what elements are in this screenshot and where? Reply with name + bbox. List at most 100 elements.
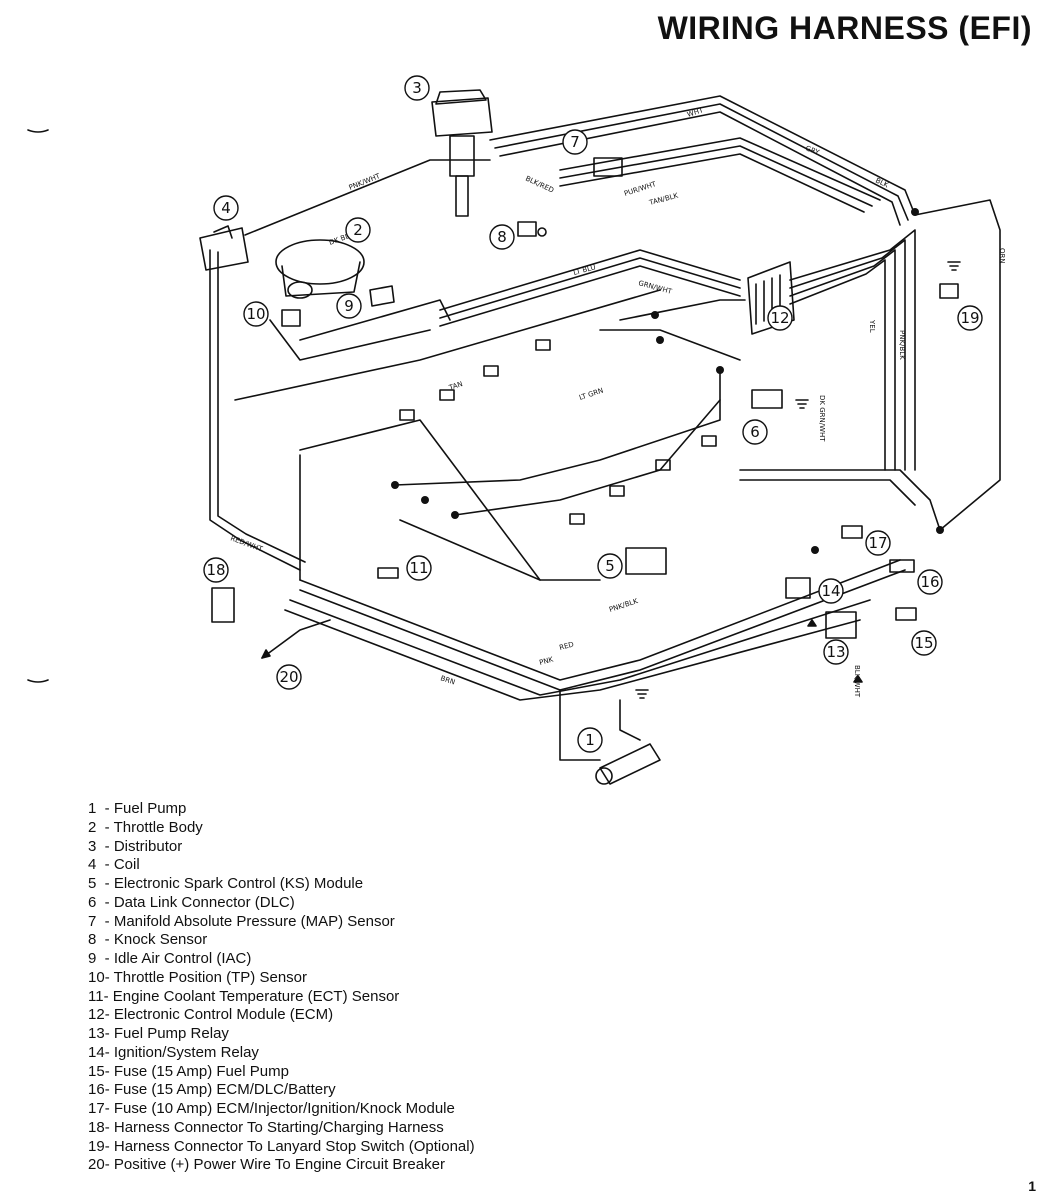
coil-component	[199, 225, 249, 271]
legend-dash: -	[96, 931, 114, 949]
legend-name: Throttle Body	[113, 818, 203, 836]
callout-circle	[577, 727, 603, 753]
legend-item: 7 - Manifold Absolute Pressure (MAP) Sen…	[88, 913, 475, 932]
callout-circle	[203, 557, 229, 583]
wire-label: LT GRN	[578, 387, 604, 402]
callout-number: 17	[868, 534, 887, 552]
legend-item: 18- Harness Connector To Starting/Chargi…	[88, 1119, 475, 1138]
legend-item: 9 - Idle Air Control (IAC)	[88, 950, 475, 969]
callout-circle	[562, 129, 588, 155]
legend-item: 17- Fuse (10 Amp) ECM/Injector/Ignition/…	[88, 1100, 475, 1119]
callout-circle	[489, 224, 515, 250]
callout-circle	[336, 293, 362, 319]
fuel-pump-relay	[825, 611, 857, 639]
callout-4: 4	[213, 195, 239, 221]
legend-number: 6	[88, 893, 97, 911]
callout-number: 6	[750, 423, 760, 441]
injectors	[399, 339, 717, 525]
callout-number: 10	[246, 305, 265, 323]
starting-harness-connector	[211, 587, 235, 623]
wire-label: PNK/BLK	[608, 597, 639, 614]
legend-name: Data Link Connector (DLC)	[113, 893, 295, 911]
legend-item: 15- Fuse (15 Amp) Fuel Pump	[88, 1063, 475, 1082]
wire-label: BRN	[439, 674, 456, 686]
legend-number: 16	[88, 1081, 105, 1099]
callout-16: 16	[917, 569, 943, 595]
ect-sensor-component	[377, 567, 399, 579]
legend-dash: -	[104, 1100, 114, 1117]
legend-dash: -	[104, 1062, 114, 1080]
legend-dash: -	[96, 856, 114, 874]
legend-name: Harness Connector To Lanyard Stop Switch…	[113, 1137, 475, 1155]
legend-number: 4	[88, 856, 97, 874]
legend-number: 13	[88, 1025, 105, 1042]
callout-number: 20	[279, 668, 298, 686]
legend-number: 9	[88, 950, 97, 967]
wire-label: DK GRN/WHT	[818, 395, 826, 442]
callout-circle	[767, 305, 793, 331]
legend-number: 5	[88, 875, 97, 892]
legend-name: Engine Coolant Temperature (ECT) Sensor	[112, 987, 400, 1005]
callout-number: 19	[960, 309, 979, 327]
wire-label: PNK	[538, 655, 554, 666]
legend-item: 1 - Fuel Pump	[88, 800, 475, 819]
callout-number: 11	[409, 559, 428, 577]
legend-item: 6 - Data Link Connector (DLC)	[88, 894, 475, 913]
legend-item: 5 - Electronic Spark Control (KS) Module	[88, 875, 475, 894]
callout-13: 13	[823, 639, 849, 665]
legend-number: 3	[88, 837, 97, 855]
legend-dash: -	[96, 893, 114, 911]
callout-11: 11	[406, 555, 432, 581]
callout-number: 5	[605, 557, 615, 575]
legend-item: 10- Throttle Position (TP) Sensor	[88, 969, 475, 988]
legend-name: Electronic Control Module (ECM)	[113, 1006, 334, 1024]
legend-number: 17	[88, 1100, 105, 1117]
wire-label: TAN/BLK	[647, 191, 679, 207]
legend-dash: -	[104, 1118, 114, 1136]
legend-number: 7	[88, 912, 97, 930]
page-mark: 1	[1028, 1178, 1036, 1194]
tp-sensor-component	[281, 309, 301, 327]
legend-item: 14- Ignition/System Relay	[88, 1044, 475, 1063]
iac-component	[369, 285, 395, 307]
legend-number: 15	[88, 1062, 105, 1080]
wire-label: PUR/WHT	[623, 180, 658, 198]
legend-number: 11	[88, 987, 104, 1005]
wire-label: BLK/WHT	[853, 665, 861, 698]
legend-dash: -	[104, 968, 114, 986]
legend-dash: -	[104, 1081, 114, 1099]
callout-18: 18	[203, 557, 229, 583]
legend-dash: -	[103, 987, 113, 1005]
callout-circle	[865, 530, 891, 556]
ks-module-component	[625, 547, 667, 575]
callout-circle	[818, 578, 844, 604]
callout-3: 3	[404, 75, 430, 101]
ignition-relay	[785, 577, 811, 599]
legend-item: 20- Positive (+) Power Wire To Engine Ci…	[88, 1156, 475, 1175]
callout-number: 9	[344, 297, 354, 315]
legend-item: 2 - Throttle Body	[88, 819, 475, 838]
knock-sensor-component	[517, 221, 547, 237]
legend-name: Fuse (15 Amp) Fuel Pump	[113, 1062, 289, 1080]
legend-number: 19	[88, 1137, 105, 1155]
callout-number: 7	[570, 133, 580, 151]
callout-10: 10	[243, 301, 269, 327]
legend-name: Harness Connector To Starting/Charging H…	[113, 1118, 444, 1136]
legend-item: 4 - Coil	[88, 856, 475, 875]
callout-circle	[597, 553, 623, 579]
callout-number: 15	[914, 634, 933, 652]
legend-name: Electronic Spark Control (KS) Module	[113, 875, 364, 892]
legend-number: 10	[88, 968, 105, 986]
callout-circle	[823, 639, 849, 665]
callout-number: 4	[221, 199, 231, 217]
callout-15: 15	[911, 630, 937, 656]
map-sensor-component	[593, 157, 623, 177]
lanyard-connector	[939, 283, 959, 299]
wire-label: TAN	[447, 380, 464, 392]
callout-7: 7	[562, 129, 588, 155]
legend-name: Fuse (15 Amp) ECM/DLC/Battery	[113, 1081, 336, 1099]
legend-name: Distributor	[113, 837, 183, 855]
wire-label: BLK/RED	[524, 175, 555, 195]
